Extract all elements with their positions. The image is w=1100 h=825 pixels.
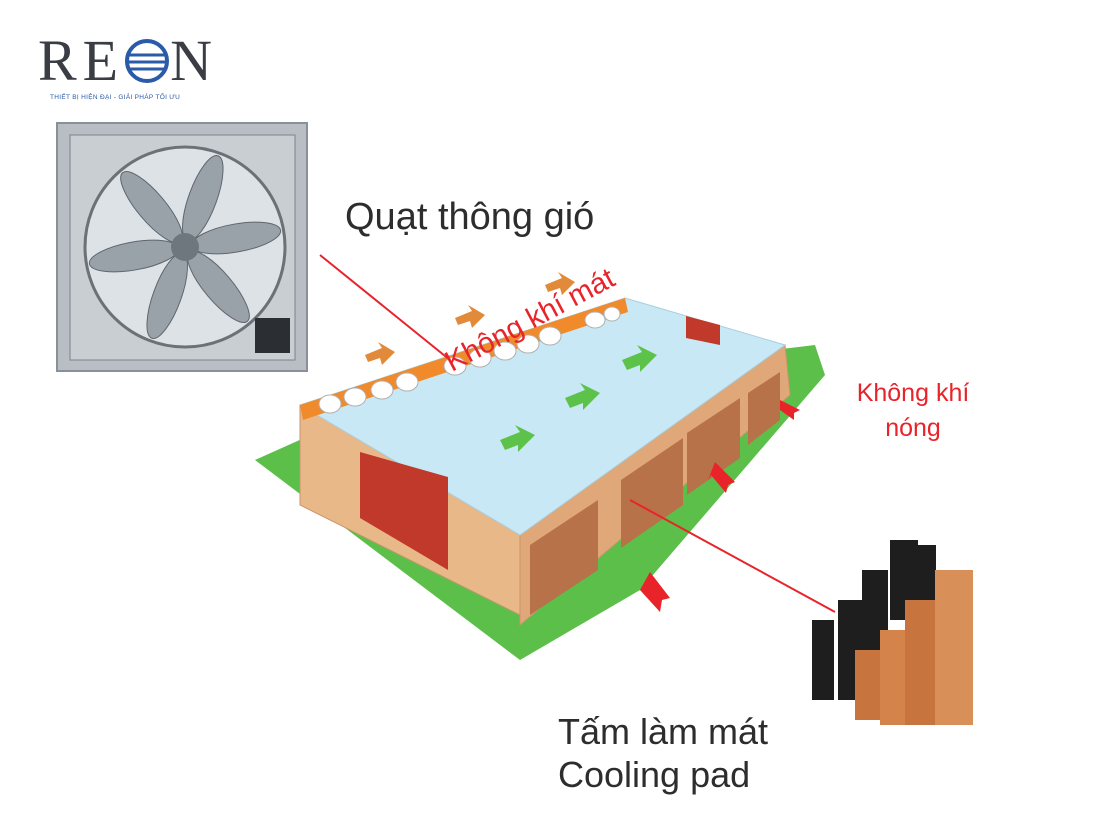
cooling-pad-label: Tấm làm mát Cooling pad [558, 710, 768, 796]
cooling-pad-label-line1: Tấm làm mát [558, 711, 769, 752]
fan-photo [56, 122, 308, 372]
cooling-pad-photo [812, 540, 973, 725]
hot-air-arrows [636, 400, 800, 612]
globe-icon [125, 39, 170, 83]
pad-leader-line [629, 499, 836, 613]
cool-air-arrows [500, 345, 657, 452]
wall-fans [318, 306, 621, 414]
building-door [360, 452, 448, 570]
building-back-door [686, 316, 720, 345]
fan-label: Quạt thông gió [345, 196, 595, 238]
hot-air-label-line1: Không khí [856, 379, 970, 407]
exhaust-arrows [365, 272, 575, 365]
hot-air-label: Không khí nóng [838, 376, 988, 446]
logo-tagline: THIẾT BỊ HIỆN ĐẠI - GIẢI PHÁP TỐI ƯU [50, 94, 181, 101]
logo-letter-n: N [170, 28, 219, 93]
hot-air-label-line2: nóng [885, 414, 941, 442]
wall-cooling-pads [530, 372, 780, 615]
fan-leader-line [319, 254, 451, 361]
cooling-pad-label-line2: Cooling pad [558, 754, 751, 796]
logo-letters: RE [38, 28, 125, 93]
